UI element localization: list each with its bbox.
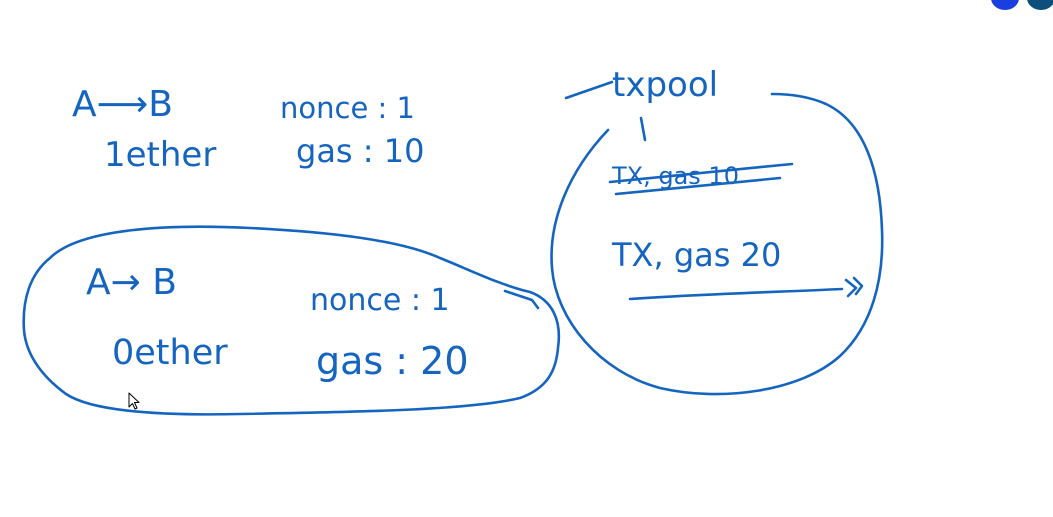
bottom-gas-text: gas : 20 xyxy=(316,339,469,383)
top-nonce-text: nonce : 1 xyxy=(280,91,415,125)
top-amount-text: 1ether xyxy=(104,135,216,175)
bottom-note-outline-tail xyxy=(503,289,540,310)
txpool-entry-underline xyxy=(628,287,844,301)
bottom-amount-text: 0ether xyxy=(112,333,228,373)
strike-line-1 xyxy=(608,162,794,184)
toolbar-color-dot-blue[interactable] xyxy=(991,0,1019,10)
txpool-entry-text: TX, gas 20 xyxy=(611,236,781,274)
txpool-circle xyxy=(550,92,884,396)
txpool-title-text: txpool xyxy=(612,65,718,105)
txpool-title-underline xyxy=(564,80,614,100)
bottom-transfer-text: A→ B xyxy=(86,262,177,303)
toolbar-color-dot-navy[interactable] xyxy=(1027,0,1053,10)
txpool-title-stem xyxy=(639,116,647,142)
strike-line-2 xyxy=(614,176,782,196)
top-transfer-text: A⟶B xyxy=(72,84,173,125)
bottom-nonce-text: nonce : 1 xyxy=(310,283,450,318)
bottom-note-outline xyxy=(22,225,561,416)
top-gas-text: gas : 10 xyxy=(296,132,424,170)
txpool-arrow-mark-2 xyxy=(852,276,864,296)
txpool-arrow-mark-1 xyxy=(844,278,858,298)
mouse-pointer-icon xyxy=(128,392,140,410)
